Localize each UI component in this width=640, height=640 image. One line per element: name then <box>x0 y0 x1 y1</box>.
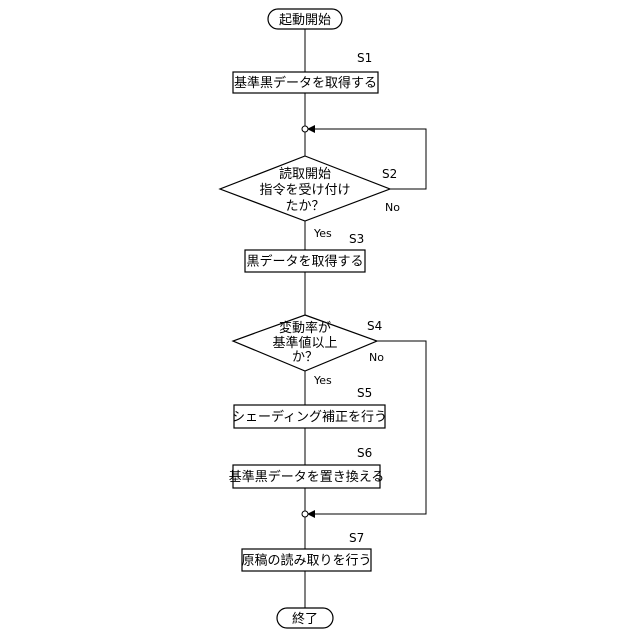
decision-s4-label: S4 <box>367 319 382 333</box>
step-s5-text: シェーディング補正を行う <box>232 409 387 425</box>
decision-s4: S4 変動率が 基準値以上 か？ No Yes <box>233 315 384 387</box>
step-s1-text: 基準黒データを取得する <box>234 75 377 91</box>
decision-s2: S2 読取開始 指令を受け付け たか？ No Yes <box>220 156 400 240</box>
end-terminal: 終了 <box>277 608 333 628</box>
step-s6-label: S6 <box>357 446 372 460</box>
decision-s2-line-2: 指令を受け付け <box>259 183 350 198</box>
decision-s4-line-1: 変動率が <box>279 320 331 336</box>
step-s6: S6 基準黒データを置き換える <box>229 446 385 488</box>
step-s6-text: 基準黒データを置き換える <box>229 469 385 485</box>
step-s5-label: S5 <box>357 386 372 400</box>
merge-point-1 <box>302 126 308 132</box>
decision-s4-no: No <box>369 351 384 364</box>
decision-s2-no: No <box>385 201 400 214</box>
decision-s2-yes: Yes <box>313 227 332 240</box>
decision-s4-line-2: 基準値以上 <box>272 335 337 351</box>
step-s7: S7 原稿の読み取りを行う <box>241 531 371 571</box>
decision-s4-yes: Yes <box>313 374 332 387</box>
step-s7-label: S7 <box>349 531 364 545</box>
step-s3-label: S3 <box>349 232 364 246</box>
decision-s2-label: S2 <box>382 167 397 181</box>
decision-s2-line-1: 読取開始 <box>279 166 331 182</box>
connectors <box>305 29 426 608</box>
step-s5: S5 シェーディング補正を行う <box>232 386 387 428</box>
end-text: 終了 <box>292 611 318 627</box>
decision-s4-line-3: か？ <box>292 350 318 365</box>
decision-s2-line-3: たか？ <box>285 199 324 214</box>
start-terminal: 起動開始 <box>268 9 342 29</box>
step-s7-text: 原稿の読み取りを行う <box>241 553 371 569</box>
step-s3-text: 黒データを取得する <box>246 254 363 270</box>
start-text: 起動開始 <box>279 13 331 28</box>
step-s1-label: S1 <box>357 51 372 65</box>
merge-point-2 <box>302 511 308 517</box>
